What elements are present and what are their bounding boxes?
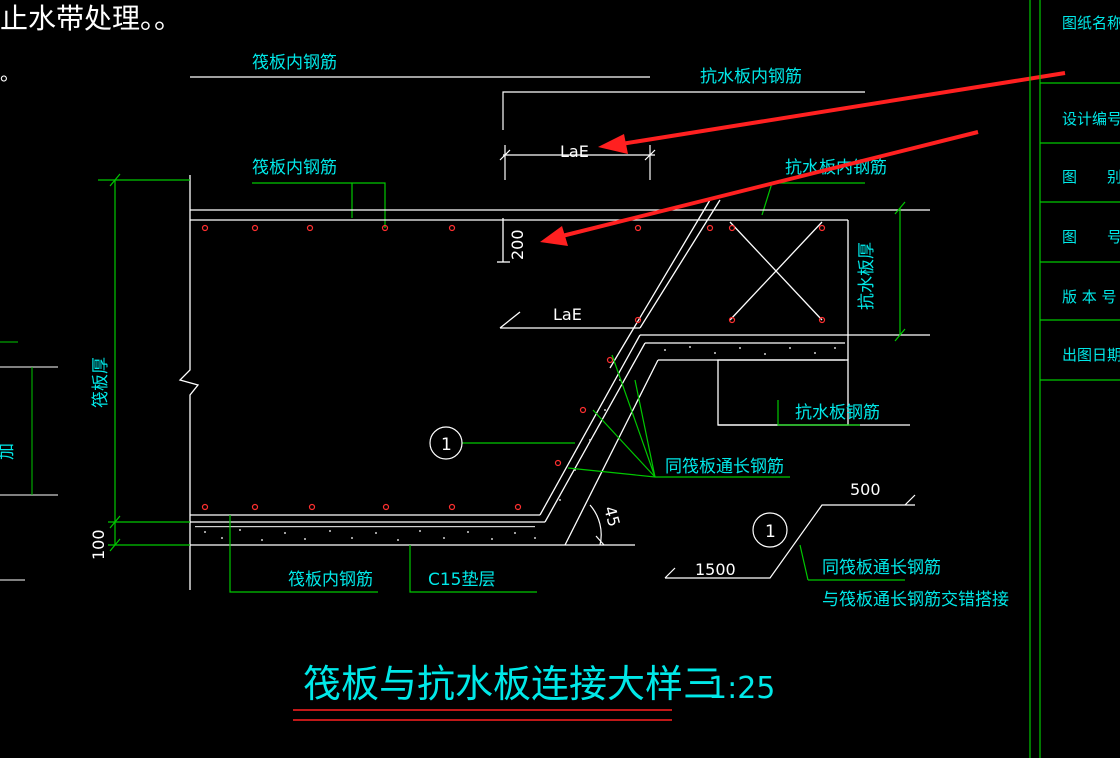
callout-1-text: 1 xyxy=(441,435,452,455)
title-block-row-drawing-no: 图 号 xyxy=(1062,228,1120,246)
anti-water-rebar-label: 抗水板钢筋 xyxy=(795,403,880,423)
top-note: 止水带处理。。 xyxy=(0,2,182,35)
dim-1500: 1500 xyxy=(695,560,736,579)
side-note: 。 xyxy=(0,61,20,85)
rebar-dots xyxy=(201,224,826,511)
title-block-row-version: 版 本 号 xyxy=(1062,288,1117,306)
left-partial-detail xyxy=(0,341,58,581)
red-arrow-1 xyxy=(598,71,1066,154)
callout-1b-text: 1 xyxy=(765,522,776,542)
callout-circle-1b: 1 xyxy=(752,512,788,548)
angle-45-label: 45 xyxy=(600,504,624,529)
angle-45-marker xyxy=(589,504,605,546)
red-arrow-2 xyxy=(540,130,979,246)
title-block xyxy=(1029,0,1120,758)
drawing-scale: 1:25 xyxy=(708,671,775,706)
staggered-lap-label: 与筏板通长钢筋交错搭接 xyxy=(822,590,1009,610)
c15-cushion-label: C15垫层 xyxy=(428,570,496,590)
left-fragment-label: 加 xyxy=(0,443,17,460)
raft-inner-rebar-bottom: 筏板内钢筋 xyxy=(288,570,373,590)
dimension-lines xyxy=(98,173,906,593)
same-raft-long-rebar-2: 同筏板通长钢筋 xyxy=(822,558,941,578)
dim-200: 200 xyxy=(508,229,527,260)
title-block-row-issue-date: 出图日期 xyxy=(1062,346,1120,364)
raft-thickness-label: 筏板厚 xyxy=(91,357,111,408)
dim-500: 500 xyxy=(850,480,881,499)
callout-circle-1: 1 xyxy=(429,426,463,460)
title-block-row-design-no: 设计编号 xyxy=(1062,110,1120,128)
dim-100: 100 xyxy=(89,529,108,560)
lae-mid-label: LaE xyxy=(553,305,582,324)
raft-inner-rebar-2: 筏板内钢筋 xyxy=(252,158,337,178)
anti-water-inner-rebar-top: 抗水板内钢筋 xyxy=(700,67,802,87)
top-leaders xyxy=(190,76,865,180)
raft-slab xyxy=(178,175,930,590)
same-raft-long-rebar-label: 同筏板通长钢筋 xyxy=(665,457,784,477)
lap-detail xyxy=(664,494,916,579)
green-leaders-top xyxy=(252,182,865,228)
anti-water-thickness-label: 抗水板厚 xyxy=(857,242,877,310)
title-block-row-drawing-name: 图纸名称 xyxy=(1062,14,1120,32)
lae-top-label: LaE xyxy=(560,142,589,161)
title-block-row-category: 图 别 xyxy=(1062,168,1120,186)
raft-inner-rebar-top: 筏板内钢筋 xyxy=(252,53,337,73)
drawing-title: 筏板与抗水板连接大样三 xyxy=(303,662,721,706)
c15-cushion-hatch xyxy=(195,346,836,541)
